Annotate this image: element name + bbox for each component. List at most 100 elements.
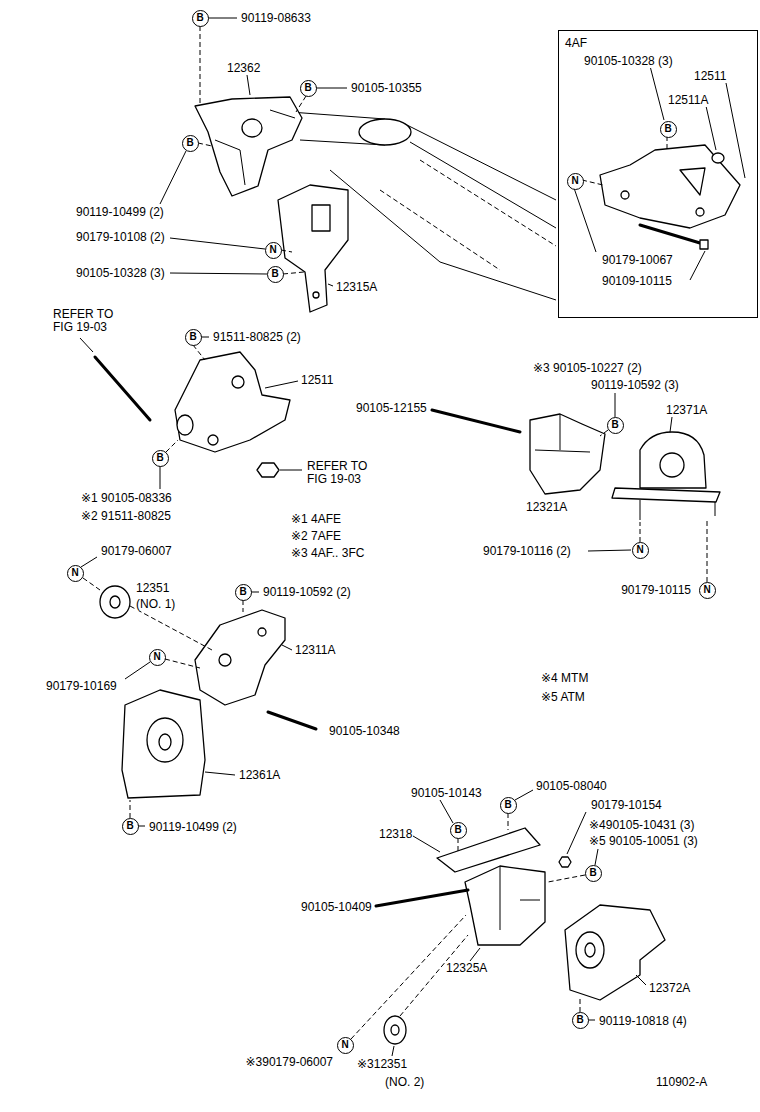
bolt bbox=[432, 410, 520, 432]
fastener-symbol: B bbox=[607, 417, 624, 434]
outline bbox=[585, 943, 595, 957]
fastener-letter: N bbox=[636, 544, 643, 556]
outline bbox=[177, 415, 193, 435]
stud bbox=[640, 500, 715, 520]
part-number: REFER TO FIG 19-03 bbox=[52, 308, 120, 334]
part-number: REFER TO FIG 19-03 bbox=[306, 460, 374, 486]
outline bbox=[535, 414, 590, 452]
outline bbox=[640, 432, 706, 488]
outline bbox=[215, 110, 295, 185]
part-number: 12511A bbox=[667, 94, 709, 107]
part-number: ※1 4AFE bbox=[290, 513, 342, 526]
part-number: 12318 bbox=[378, 828, 413, 841]
outline bbox=[500, 866, 540, 930]
part-number: 90105-10328 (3) bbox=[583, 55, 674, 68]
bracket-12511 bbox=[95, 352, 290, 477]
bolt bbox=[640, 225, 700, 243]
fastener-letter: B bbox=[611, 419, 618, 431]
part-number: 90105-10348 bbox=[328, 725, 401, 738]
fastener-letter: B bbox=[271, 268, 278, 280]
outline bbox=[312, 205, 330, 231]
bracket-12321A bbox=[432, 410, 605, 494]
nut bbox=[257, 463, 279, 477]
fastener-symbol: N bbox=[337, 1037, 354, 1054]
part-number: 90179-10108 (2) bbox=[75, 231, 166, 244]
fastener-letter: B bbox=[504, 799, 511, 811]
fastener-symbol: N bbox=[567, 173, 584, 190]
part-number: 12371A bbox=[665, 404, 708, 417]
part-number: 90119-10499 (2) bbox=[75, 206, 165, 219]
part-number: 90119-10818 (4) bbox=[598, 1015, 688, 1028]
part-number: ※5 ATM bbox=[540, 691, 586, 704]
part-number: 90119-10499 (2) bbox=[148, 821, 238, 834]
part-number: 90105-12155 bbox=[355, 402, 428, 415]
mount-12361A bbox=[122, 690, 205, 798]
mount-12362 bbox=[195, 97, 302, 196]
bolt bbox=[268, 712, 316, 729]
transmission-body bbox=[290, 112, 556, 300]
leader-lines bbox=[80, 18, 745, 1056]
part-number: 12361A bbox=[238, 769, 281, 782]
dashed-line bbox=[83, 26, 707, 1039]
fastener-symbol: N bbox=[67, 565, 84, 582]
outline bbox=[391, 1025, 399, 1035]
outline bbox=[612, 488, 720, 502]
fastener-symbol: B bbox=[267, 266, 284, 283]
fastener-letter: B bbox=[576, 1014, 583, 1026]
fastener-symbol: B bbox=[182, 135, 199, 152]
outline bbox=[576, 932, 604, 968]
part-number: 12315A bbox=[335, 281, 378, 294]
fastener-letter: N bbox=[71, 567, 78, 579]
outline bbox=[600, 145, 740, 228]
part-number: ※2 91511-80825 bbox=[80, 510, 172, 523]
part-number: 12511 bbox=[693, 70, 727, 83]
part-number: ※4 MTM bbox=[540, 672, 589, 685]
outline bbox=[465, 866, 545, 945]
fastener-letter: N bbox=[703, 584, 710, 596]
bracket-inset bbox=[600, 145, 740, 249]
part-number: 90105-08040 bbox=[535, 780, 608, 793]
part-number: 90179-10154 bbox=[590, 799, 663, 812]
part-number: ※390179-06007 bbox=[245, 1056, 334, 1069]
part-number: 4AF bbox=[564, 37, 588, 50]
part-number: (NO. 2) bbox=[384, 1076, 425, 1089]
bolt bbox=[95, 357, 150, 420]
part-number: (NO. 1) bbox=[135, 598, 176, 611]
part-number: 90105-10143 bbox=[410, 787, 483, 800]
fastener-letter: B bbox=[196, 12, 203, 24]
outline bbox=[621, 191, 629, 199]
outline bbox=[680, 168, 705, 195]
outline bbox=[195, 610, 285, 705]
part-number: 90179-10116 (2) bbox=[482, 545, 572, 558]
fastener-letter: B bbox=[186, 137, 193, 149]
fastener-letter: N bbox=[341, 1039, 348, 1051]
part-number: 90105-10355 bbox=[350, 82, 423, 95]
part-number: 12325A bbox=[445, 962, 488, 975]
bracket-12325A bbox=[376, 857, 571, 945]
variant-inset-box: 4AF90105-10328 (3)1251112511A90179-10067… bbox=[558, 30, 758, 318]
outline bbox=[258, 628, 266, 636]
part-number: 90119-10592 (3) bbox=[590, 379, 680, 392]
part-number: 90119-08633 bbox=[240, 12, 312, 25]
outline bbox=[380, 160, 556, 270]
fastener-letter: B bbox=[126, 820, 133, 832]
part-number: 12362 bbox=[226, 62, 261, 75]
fastener-letter: B bbox=[589, 867, 596, 879]
fastener-symbol: B bbox=[235, 584, 252, 601]
part-number: 90105-10328 (3) bbox=[75, 267, 166, 280]
part-number: ※3 4AF.. 3FC bbox=[290, 547, 365, 560]
bolt bbox=[376, 890, 468, 906]
part-number: ※312351 bbox=[356, 1058, 408, 1071]
fastener-symbol: B bbox=[585, 865, 602, 882]
fastener-symbol: B bbox=[660, 121, 677, 138]
outline bbox=[696, 208, 704, 216]
nut bbox=[559, 857, 571, 867]
part-number: ※3 90105-10227 (2) bbox=[532, 362, 643, 375]
outline bbox=[219, 654, 231, 666]
outline bbox=[660, 453, 684, 477]
leader-line bbox=[80, 18, 745, 1056]
fastener-symbol: B bbox=[572, 1012, 589, 1029]
fastener-letter: B bbox=[454, 824, 461, 836]
part-number: 90179-06007 bbox=[100, 545, 173, 558]
outline bbox=[208, 435, 218, 445]
